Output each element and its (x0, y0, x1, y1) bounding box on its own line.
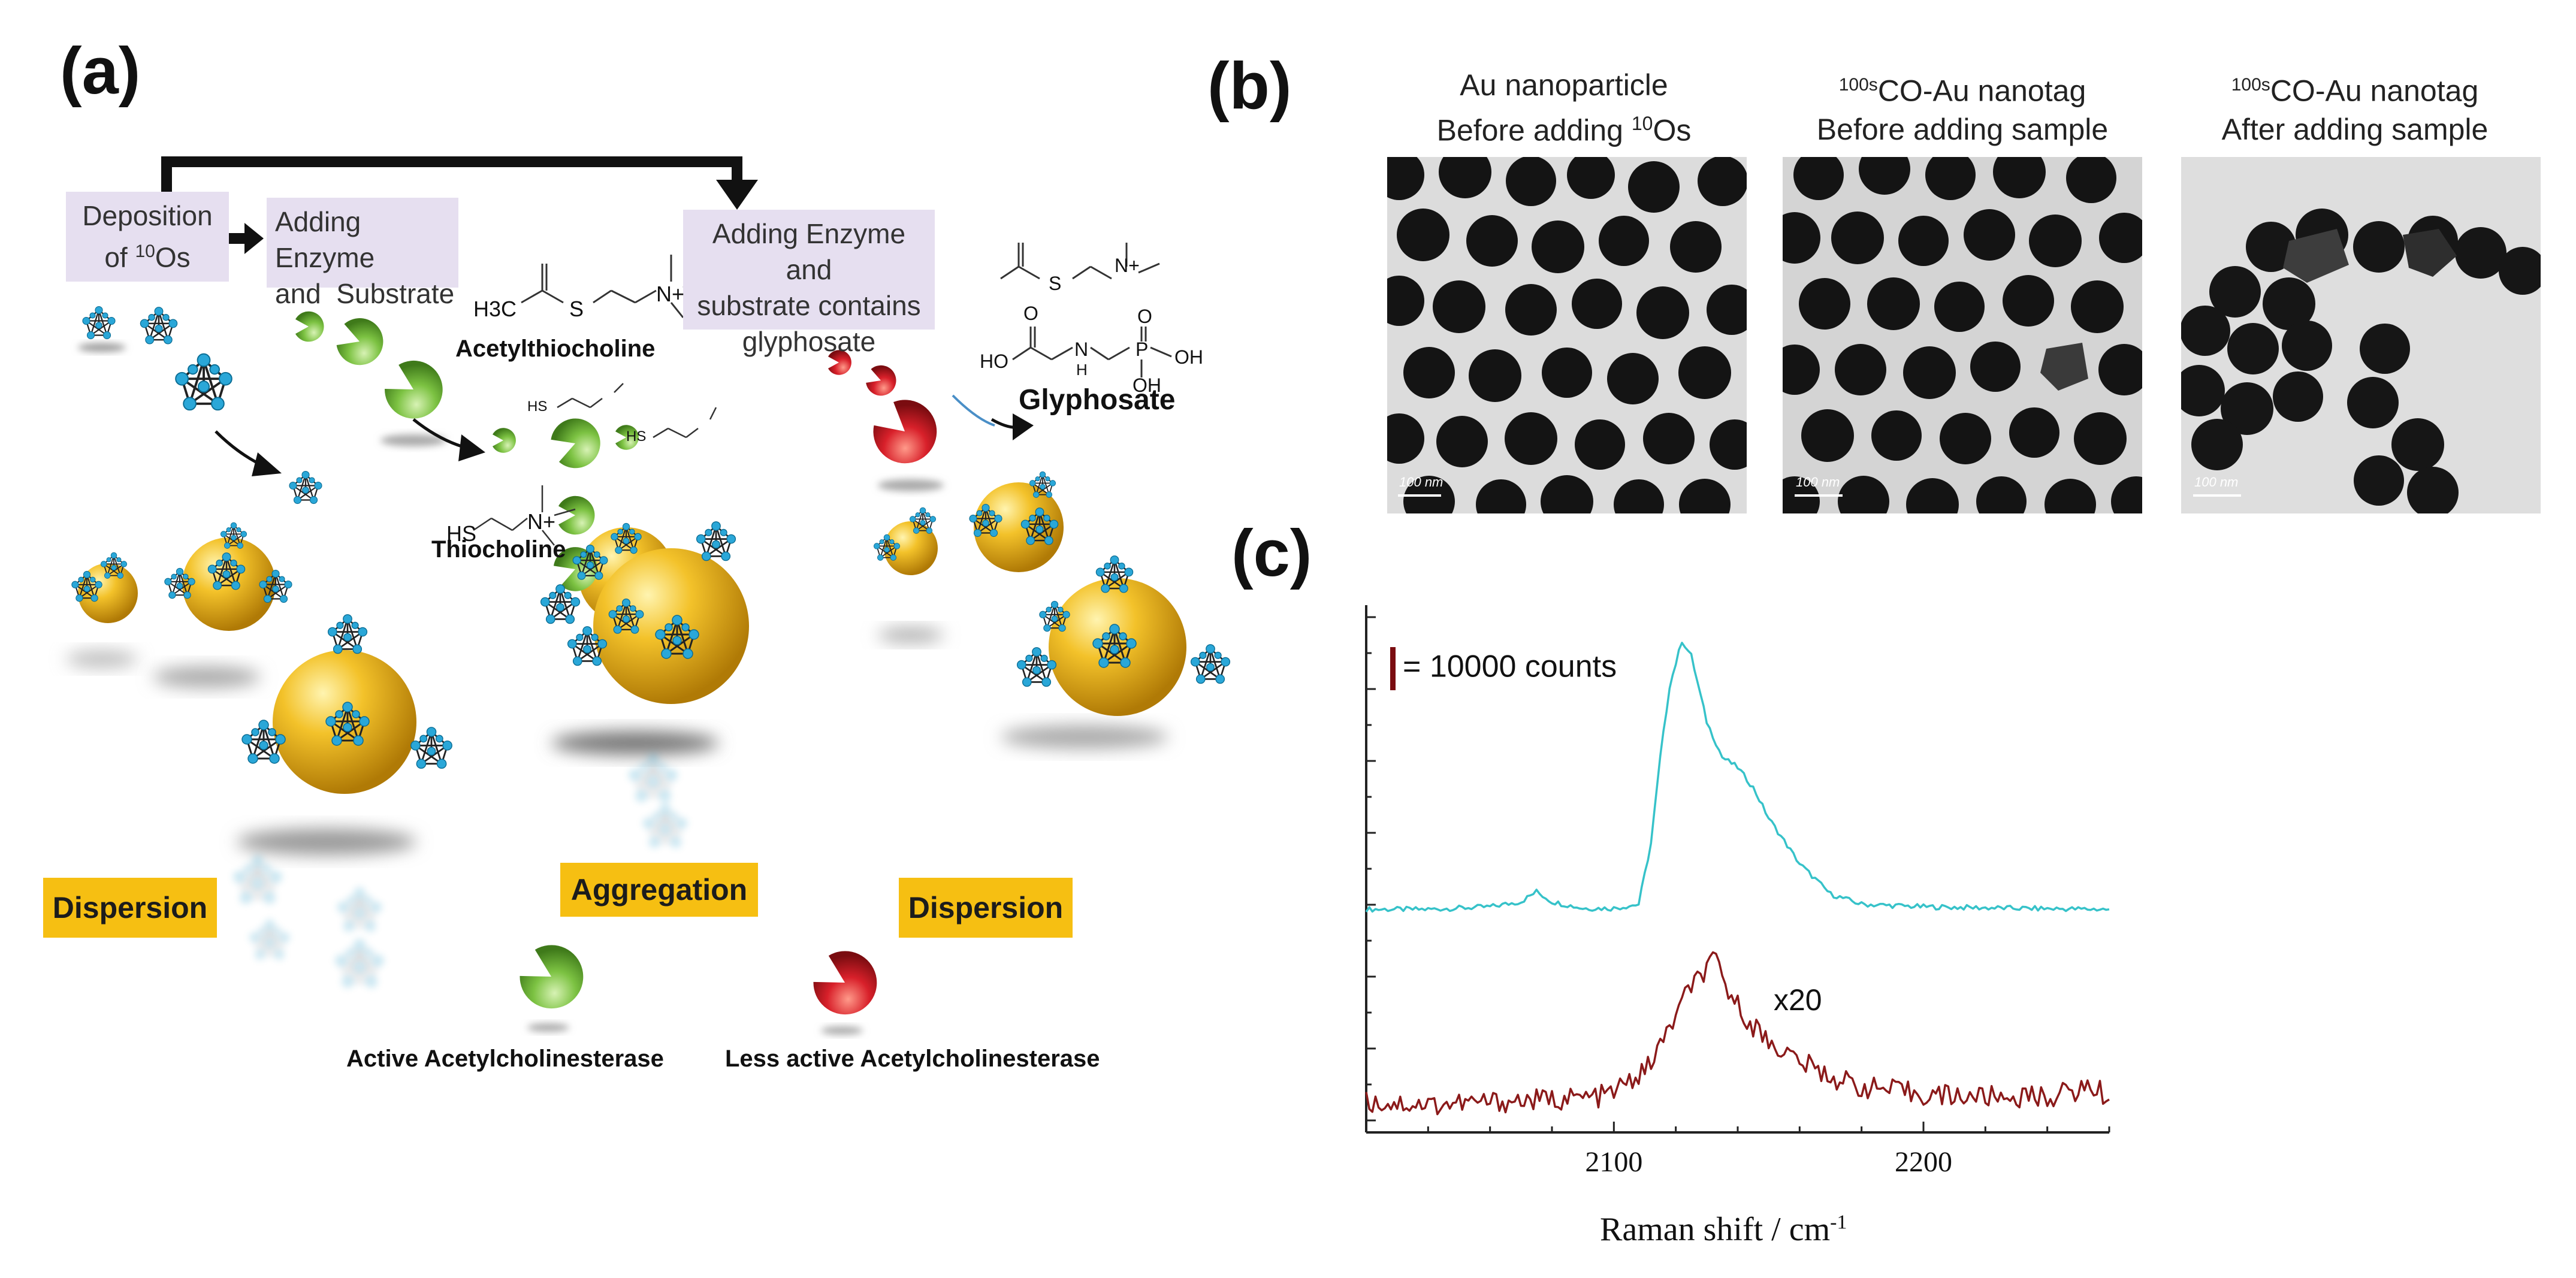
scale-bar-mark (1390, 647, 1396, 690)
s-label-2: S (1049, 273, 1062, 294)
tem-caption-1-line2: Before adding 10Os (1384, 104, 1744, 150)
panel-b-label: (b) (1207, 49, 1292, 123)
raman-x-axis-title-sup: -1 (1830, 1211, 1847, 1234)
tem-caption-1-line1: Au nanoparticle (1460, 68, 1668, 102)
tem-caption-3-line1: 100sCO-Au nanotag (2175, 66, 2535, 110)
tem-caption-3-sup: 100s (2231, 75, 2270, 95)
o-label: O (1023, 303, 1038, 324)
h-label: H (1076, 361, 1088, 379)
tem-image-1-svg (1387, 157, 1747, 513)
step-deposition-line1: Deposition (82, 200, 213, 231)
scale-annotation: = 10000 counts (1390, 647, 1617, 690)
raman-series-1 (1365, 642, 2110, 913)
tem-caption-1: Au nanoparticle Before adding 10Os (1384, 66, 1744, 150)
tem-caption-1-pre: Before adding (1436, 113, 1632, 147)
panel-a-label: (a) (60, 34, 141, 108)
p-label: P (1136, 339, 1149, 360)
step-deposition: Deposition of 10Os (66, 192, 229, 282)
step-deposition-os: Os (155, 241, 191, 273)
raman-x-axis-title-text: Raman shift / cm (1600, 1211, 1831, 1248)
thiocholine-structure (473, 383, 717, 546)
raman-x-axis-title: Raman shift / cm-1 (1600, 1210, 1847, 1249)
panel-c-label: (c) (1231, 516, 1312, 590)
step-adding-glyphosate-line1: Adding Enzyme and (712, 218, 906, 285)
hs-label-1: HS (527, 398, 548, 415)
tem-caption-2: 100sCO-Au nanotag Before adding sample (1774, 66, 2151, 149)
n-plus-label-3: N+ (1115, 255, 1140, 276)
step-deposition-line2: of 10Os (74, 234, 221, 275)
state-dispersion-left: Dispersion (43, 878, 217, 938)
tem-caption-1-sup: 10 (1631, 113, 1653, 134)
s-label: S (569, 297, 584, 321)
inhibited-enzymes-scene (828, 350, 1231, 749)
tem-image-3-svg (2181, 209, 2541, 513)
step-adding-glyphosate-line3: glyphosate (742, 326, 876, 357)
state-aggregation: Aggregation (560, 863, 758, 917)
tem-caption-2-sup: 100s (1838, 75, 1878, 95)
bracket-arrow (161, 156, 758, 210)
hs-label-2: HS (626, 428, 647, 445)
tem-caption-2-line2: Before adding sample (1816, 112, 2109, 146)
tem-caption-3-post: CO-Au nanotag (2270, 74, 2479, 108)
acetylthiocholine-structure (521, 255, 705, 318)
step-adding-enzyme: Adding Enzyme and Substrate (267, 198, 458, 309)
active-enzymes-scene (295, 311, 639, 535)
acetylthiocholine-label: Acetylthiocholine (455, 336, 656, 362)
legend-enzymes (511, 935, 889, 1035)
x-tick-label: 2200 (1895, 1146, 1952, 1178)
tem-caption-2-line1: 100sCO-Au nanotag (1774, 66, 2151, 110)
state-dispersion-right: Dispersion (899, 878, 1073, 938)
raman-chart: 2100 2200 (1365, 605, 2110, 1178)
dispersion-left-scene (66, 306, 453, 989)
n-plus-label: N+ (656, 282, 685, 306)
tem-caption-3-line2: After adding sample (2221, 112, 2489, 146)
step-deposition-sup: 10 (135, 241, 155, 261)
hs-label-3: HS (446, 521, 477, 546)
tem-caption-1-post: Os (1653, 113, 1692, 147)
step-adding-glyphosate-line2: substrate contains (697, 290, 921, 321)
glyphosate-label: Glyphosate (1019, 384, 1176, 416)
oh-label-1: OH (1174, 346, 1203, 368)
panel-a-illustration (66, 156, 1231, 1035)
step-adding-glyphosate: Adding Enzyme and substrate contains gly… (683, 210, 935, 357)
raman-series-2 (1365, 951, 2110, 1116)
step-adding-enzyme-line2: and Substrate (275, 278, 455, 309)
tem-image-2-svg (1783, 157, 2142, 513)
thiocholine-label: Thiocholine (431, 536, 566, 563)
n-plus-label-2: N+ (527, 509, 556, 534)
legend-active-enzyme: Active Acetylcholinesterase (346, 1046, 664, 1072)
multiplier-label: x20 (1774, 983, 1822, 1017)
n-label: N (1074, 339, 1089, 360)
tem-scale-1: 100 nm (1399, 475, 1443, 490)
tem-image-nanotag-after: 100 nm (2181, 157, 2541, 513)
legend-less-active-enzyme: Less active Acetylcholinesterase (725, 1046, 1100, 1072)
step-deposition-of: of (104, 241, 135, 273)
aggregation-scene (540, 521, 749, 848)
tem-scale-2: 100 nm (1796, 475, 1840, 490)
tem-image-au-nanoparticle: 100 nm (1387, 157, 1747, 513)
glyphosate-structure (1000, 243, 1172, 377)
step-adding-enzyme-line1: Adding Enzyme (275, 206, 375, 273)
tem-image-nanotag-before: 100 nm (1783, 157, 2142, 513)
ho-label: HO (980, 351, 1008, 372)
scale-annotation-text: = 10000 counts (1403, 649, 1617, 684)
oh-label-2: OH (1133, 374, 1161, 396)
h3c-label: H3C (473, 297, 517, 321)
tem-caption-2-post: CO-Au nanotag (1877, 74, 2086, 108)
tem-caption-3: 100sCO-Au nanotag After adding sample (2175, 66, 2535, 149)
tem-scale-3: 100 nm (2194, 475, 2239, 490)
step-arrow (229, 223, 264, 254)
o-label-2: O (1137, 306, 1152, 327)
x-tick-label: 2100 (1585, 1146, 1642, 1178)
